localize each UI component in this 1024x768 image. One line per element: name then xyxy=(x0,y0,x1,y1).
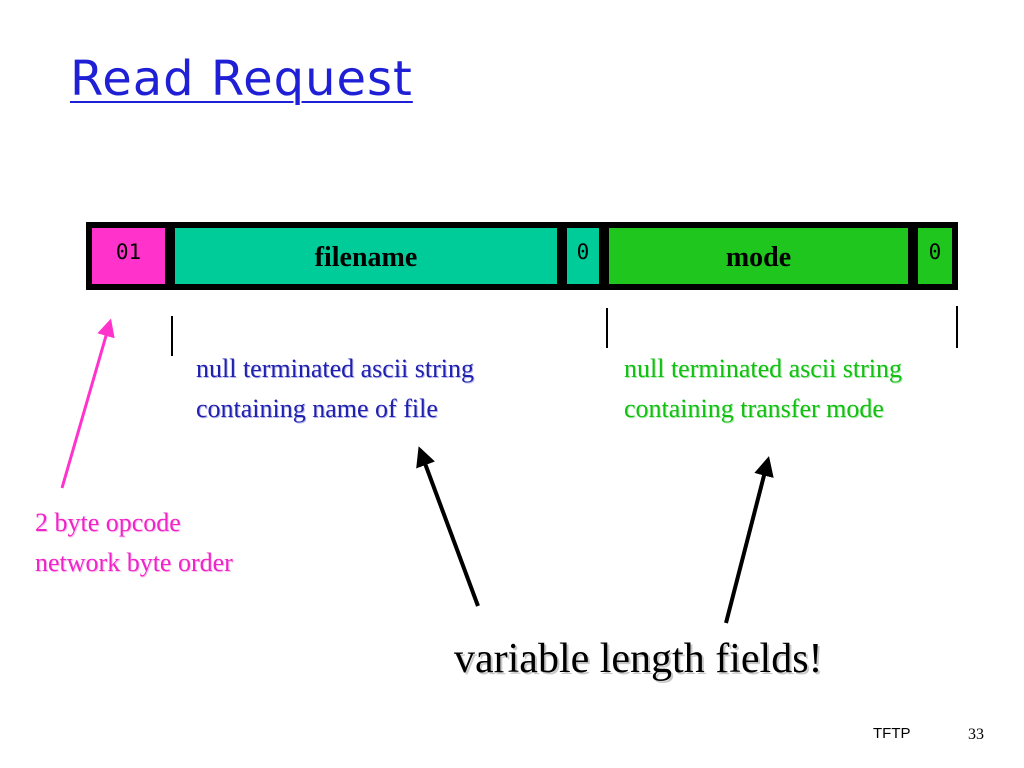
mode-description: null terminated ascii string containing … xyxy=(624,349,902,429)
mode-arrow xyxy=(724,456,774,624)
opcode-field-label: 01 xyxy=(115,240,142,264)
footer-label: TFTP xyxy=(873,725,911,742)
packet-diagram: 01 filename 0 mode 0 xyxy=(86,222,958,290)
filename-terminator-field: 0 xyxy=(567,228,599,284)
mode-terminator-field: 0 xyxy=(918,228,952,284)
page-number: 33 xyxy=(968,726,984,743)
mode-end-marker xyxy=(956,306,958,348)
slide-title: Read Request xyxy=(70,51,413,107)
mode-description-line1: null terminated ascii string xyxy=(624,354,902,383)
filename-terminator-label: 0 xyxy=(576,240,590,264)
mode-start-marker xyxy=(606,308,608,348)
filename-field: filename xyxy=(175,228,557,284)
mode-terminator-label: 0 xyxy=(928,240,942,264)
opcode-arrow xyxy=(60,318,115,489)
opcode-description-line2: network byte order xyxy=(35,548,233,577)
mode-field: mode xyxy=(609,228,908,284)
opcode-description: 2 byte opcode network byte order xyxy=(35,503,233,583)
opcode-description-line1: 2 byte opcode xyxy=(35,508,181,537)
filename-field-label: filename xyxy=(314,242,418,273)
filename-description-line2: containing name of file xyxy=(196,394,438,423)
filename-description: null terminated ascii string containing … xyxy=(196,349,474,429)
filename-arrow xyxy=(416,446,480,607)
filename-start-marker xyxy=(171,316,173,356)
filename-description-line1: null terminated ascii string xyxy=(196,354,474,383)
variable-length-callout: variable length fields! xyxy=(454,636,823,682)
mode-description-line2: containing transfer mode xyxy=(624,394,884,423)
mode-field-label: mode xyxy=(725,242,792,273)
opcode-field: 01 xyxy=(92,228,165,284)
